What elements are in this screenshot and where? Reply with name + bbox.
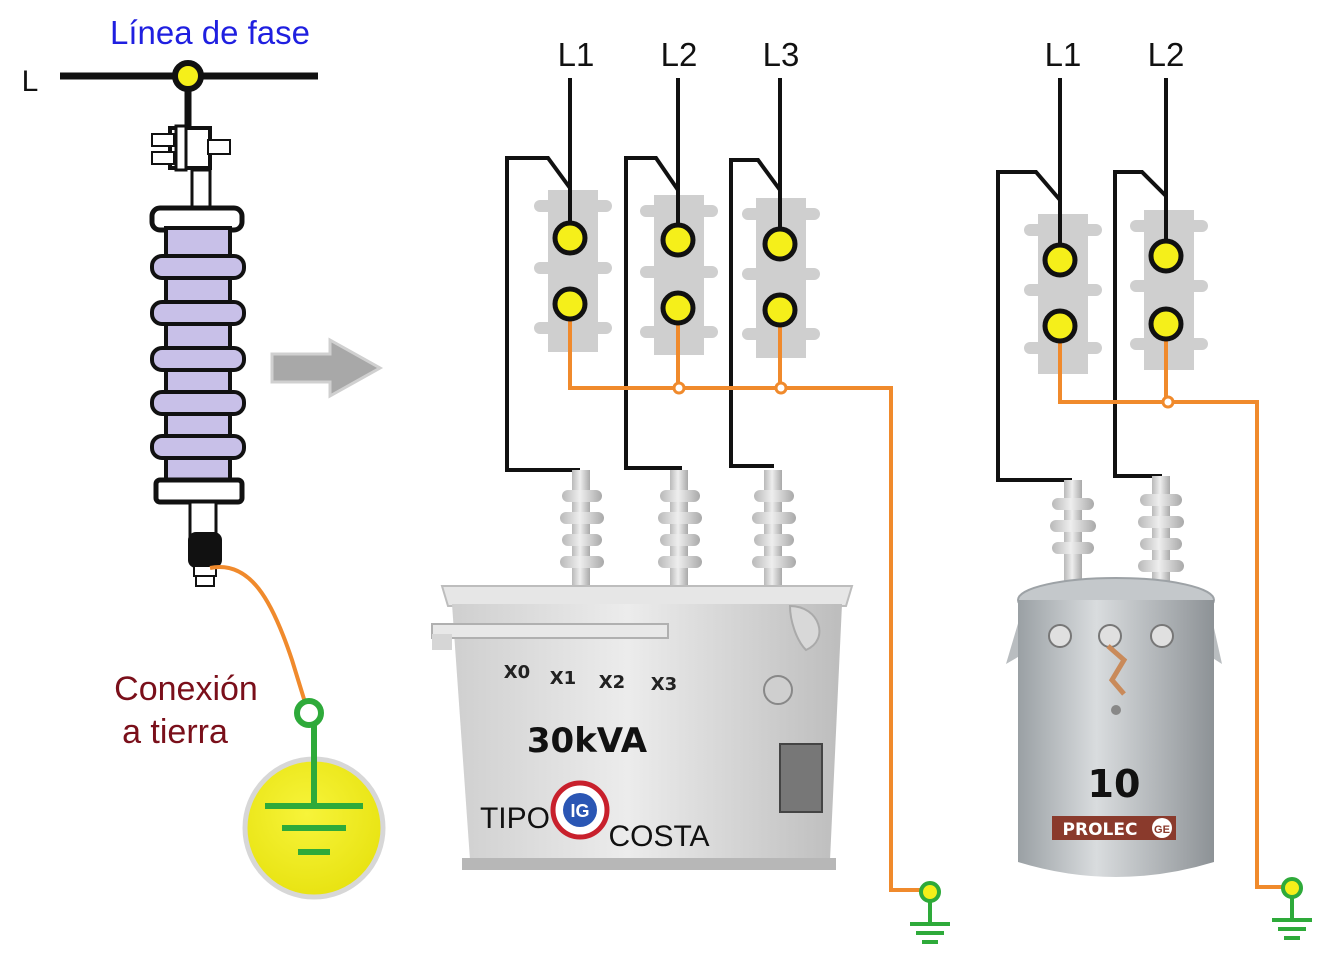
arrester-body-5 [1130, 210, 1208, 370]
three-phase-ground-symbol-icon [910, 881, 950, 944]
single-phase-label-l2: L2 [1148, 36, 1185, 73]
ground-label-line1: Conexión [114, 670, 258, 708]
brand-text: PROLEC [1063, 820, 1138, 840]
ig-logo-icon: IG [550, 780, 610, 840]
three-phase-label-l1: L1 [558, 36, 595, 73]
ground-symbol-icon [242, 725, 386, 900]
arrester-icon [149, 124, 246, 587]
three-phase-arresters: L1 L2 L3 [505, 36, 950, 944]
three-phase-line-wires [505, 78, 782, 472]
single-phase-line-wires [996, 78, 1168, 482]
phase-line-group: Línea de fase L [22, 14, 318, 132]
terminal-x2: X2 [599, 672, 625, 693]
phase-line-title: Línea de fase [110, 14, 310, 51]
single-phase-terminals [1042, 238, 1184, 344]
arrow-right-icon [270, 337, 384, 399]
single-phase-label-l1: L1 [1045, 36, 1082, 73]
single-phase-ground-symbol-icon [1272, 877, 1312, 940]
bushing-icon-5 [1138, 476, 1184, 586]
single-phase-arresters: L1 L2 [996, 36, 1312, 940]
transformer-icon-single-phase: 10 PROLEC GE [1006, 476, 1222, 877]
terminal-x0: X0 [504, 662, 530, 683]
bushing-icon-4 [1050, 480, 1096, 586]
terminal-x1: X1 [550, 668, 576, 689]
arrester-ground-wire [209, 564, 310, 713]
bushing-icon-1 [560, 470, 604, 590]
bushing-icon-3 [752, 470, 796, 590]
single-phase-rating: 10 [1088, 762, 1141, 806]
three-phase-label-l2: L2 [661, 36, 698, 73]
ground-label-line2: a tierra [122, 713, 228, 751]
three-phase-terminals [552, 220, 798, 328]
three-phase-label-l3: L3 [763, 36, 800, 73]
ground-terminal-ring [294, 698, 324, 728]
phase-tap-terminal [172, 60, 204, 92]
three-phase-type-value: COSTA [608, 820, 709, 853]
arrester-body-4 [1024, 214, 1102, 374]
ig-logo-text: IG [570, 801, 589, 821]
brand-mark: GE [1154, 824, 1170, 836]
terminal-x3: X3 [651, 674, 677, 695]
line-letter: L [22, 65, 39, 98]
three-phase-type-word: TIPO [480, 802, 550, 835]
transformer-icon-three-phase: X0 X1 X2 X3 30kVA TIPO COSTA IG [431, 470, 854, 870]
three-phase-rating: 30kVA [527, 721, 648, 761]
arrester-body-1 [534, 190, 612, 352]
bushing-icon-2 [658, 470, 702, 590]
prolec-brand-plate: PROLEC GE [1052, 816, 1176, 840]
